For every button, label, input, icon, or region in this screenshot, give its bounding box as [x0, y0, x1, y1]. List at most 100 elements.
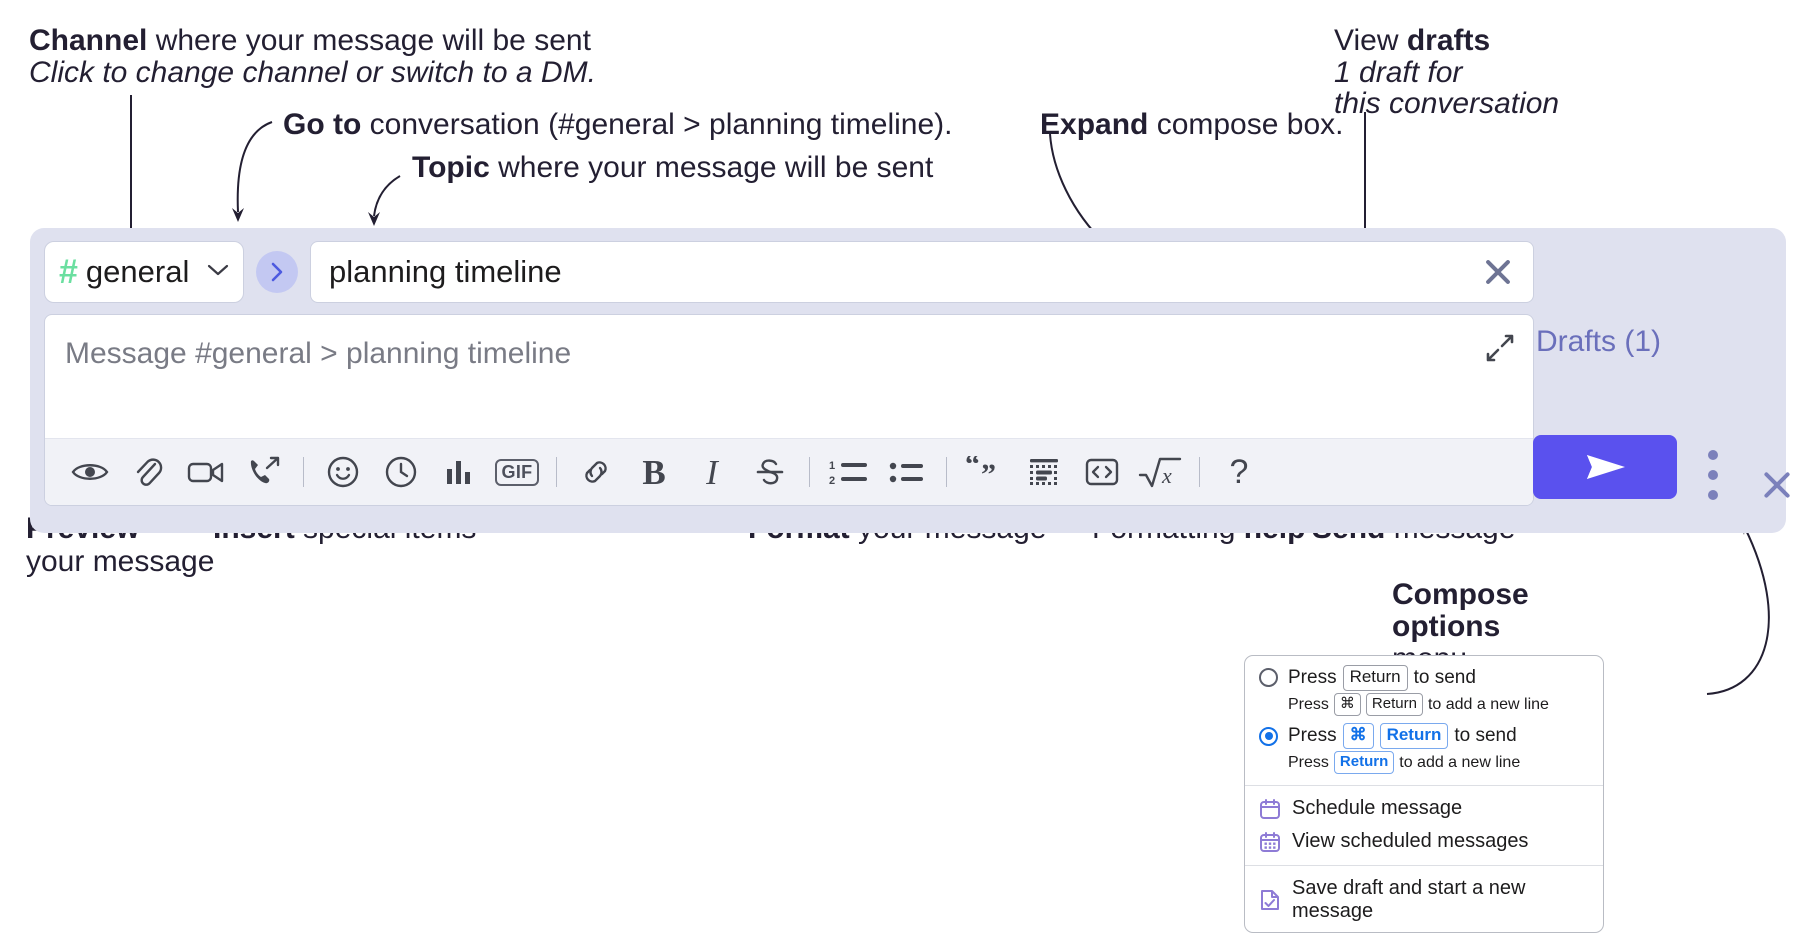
- annotation-drafts: View drafts: [1334, 22, 1490, 60]
- message-input-area[interactable]: Message #general > planning timeline: [44, 314, 1534, 506]
- close-icon[interactable]: [1479, 253, 1517, 291]
- radio-icon[interactable]: [1259, 668, 1278, 688]
- send-button[interactable]: [1533, 435, 1677, 499]
- key-command: ⌘: [1342, 723, 1374, 750]
- menu-option-text: Press ⌘ Return to send: [1288, 723, 1517, 750]
- svg-text:x: x: [1161, 463, 1172, 488]
- expand-icon[interactable]: [1483, 331, 1517, 365]
- menu-item-label: View scheduled messages: [1292, 830, 1529, 853]
- audio-clip-button[interactable]: [235, 447, 293, 497]
- recent-button[interactable]: [372, 447, 430, 497]
- topic-input[interactable]: planning timeline: [310, 241, 1534, 303]
- menu-item-label: Save draft and start a new message: [1292, 877, 1526, 923]
- annotation-compose-bold1: Compose: [1392, 578, 1529, 611]
- annotation-channel-bold: Channel: [29, 24, 148, 57]
- gif-button[interactable]: GIF: [488, 447, 546, 497]
- annotation-topic-rest: where your message will be sent: [489, 151, 934, 184]
- menu-option-sub-0: Press ⌘ Return to add a new line: [1245, 692, 1603, 720]
- formatting-toolbar: GIF B I: [45, 438, 1533, 505]
- bold-button[interactable]: B: [625, 447, 683, 497]
- svg-text:”: ”: [981, 458, 996, 488]
- toolbar-divider: [303, 457, 304, 487]
- annotation-topic-bold: Topic: [412, 151, 490, 184]
- topic-value: planning timeline: [329, 254, 562, 289]
- chevron-down-icon: [207, 261, 229, 283]
- key-command: ⌘: [1333, 692, 1361, 717]
- menu-sub-post: to add a new line: [1427, 695, 1549, 713]
- strikethrough-button[interactable]: [741, 447, 799, 497]
- menu-option-cmd-return-to-send[interactable]: Press ⌘ Return to send: [1245, 720, 1603, 750]
- key-return: Return: [1365, 692, 1423, 717]
- menu-option-pre: Press: [1288, 725, 1337, 747]
- code-button[interactable]: [1073, 447, 1131, 497]
- menu-sub-pre: Press: [1288, 753, 1329, 771]
- bulleted-list-button[interactable]: [878, 447, 936, 497]
- annotation-drafts-italic2: this conversation: [1334, 87, 1560, 120]
- menu-sub-pre: Press: [1288, 695, 1329, 713]
- message-placeholder: Message #general > planning timeline: [65, 337, 572, 370]
- key-return: Return: [1379, 723, 1449, 750]
- toolbar-divider: [946, 457, 947, 487]
- math-button[interactable]: x: [1131, 447, 1189, 497]
- annotation-expand: Expand compose box.: [1040, 106, 1343, 144]
- menu-item-label: Schedule message: [1292, 797, 1463, 820]
- formatting-help-button[interactable]: ?: [1210, 447, 1268, 497]
- italic-label: I: [706, 452, 718, 492]
- annotation-goto-rest: conversation (#general > planning timeli…: [361, 108, 953, 141]
- annotation-preview-line2: your message: [26, 543, 214, 581]
- annotation-compose-options-2: options: [1392, 608, 1500, 646]
- key-return: Return: [1342, 665, 1408, 691]
- menu-item-save-draft[interactable]: Save draft and start a new message: [1245, 872, 1603, 928]
- annotation-expand-rest: compose box.: [1148, 108, 1344, 141]
- video-clip-button[interactable]: [177, 447, 235, 497]
- compose-options-menu: Press Return to send Press ⌘ Return to a…: [1244, 655, 1604, 934]
- compose-widget: # general planning timeline Message #gen…: [30, 228, 1786, 533]
- kebab-dot: [1708, 470, 1718, 480]
- annotation-goto-bold: Go to: [283, 108, 362, 141]
- bold-label: B: [642, 452, 666, 492]
- menu-option-return-to-send[interactable]: Press Return to send: [1245, 662, 1603, 692]
- annotation-channel-rest: where your message will be sent: [147, 24, 591, 57]
- key-return: Return: [1333, 751, 1395, 775]
- compose-options-button[interactable]: [1700, 450, 1726, 500]
- code-block-button[interactable]: [1015, 447, 1073, 497]
- gif-label: GIF: [494, 458, 540, 486]
- calendar-icon: [1260, 798, 1280, 819]
- poll-button[interactable]: [430, 447, 488, 497]
- annotation-drafts-plain: View: [1334, 24, 1407, 57]
- annotation-preview-text: your message: [26, 545, 215, 578]
- annotation-drafts-sub2: this conversation: [1334, 85, 1559, 123]
- annotation-channel: Channel where your message will be sent: [29, 22, 591, 60]
- link-button[interactable]: [567, 447, 625, 497]
- annotation-compose-options-1: Compose: [1392, 576, 1529, 614]
- menu-option-post: to send: [1454, 725, 1517, 747]
- blockquote-button[interactable]: “ ”: [957, 447, 1015, 497]
- emoji-button[interactable]: [314, 447, 372, 497]
- italic-button[interactable]: I: [683, 447, 741, 497]
- ordered-list-button[interactable]: 1 2: [820, 447, 878, 497]
- toolbar-divider: [556, 457, 557, 487]
- preview-button[interactable]: [61, 447, 119, 497]
- menu-option-pre: Press: [1288, 666, 1337, 688]
- channel-selector[interactable]: # general: [44, 241, 244, 303]
- go-to-conversation-button[interactable]: [256, 251, 298, 293]
- close-compose-icon[interactable]: [1758, 466, 1796, 504]
- menu-option-text: Press Return to send: [1288, 665, 1476, 691]
- svg-text:1: 1: [829, 460, 835, 472]
- radio-icon-selected[interactable]: [1259, 726, 1278, 746]
- annotation-drafts-bold: drafts: [1406, 24, 1491, 57]
- svg-text:2: 2: [829, 475, 835, 486]
- menu-option-sub-1: Press Return to add a new line: [1245, 750, 1603, 778]
- menu-item-view-scheduled-messages[interactable]: View scheduled messages: [1245, 825, 1603, 858]
- kebab-dot: [1708, 490, 1718, 500]
- kebab-dot: [1708, 450, 1718, 460]
- chevron-right-icon: [271, 262, 283, 282]
- menu-divider: [1245, 865, 1603, 867]
- menu-item-schedule-message[interactable]: Schedule message: [1245, 792, 1603, 825]
- paper-plane-icon: [1587, 455, 1625, 479]
- calendar-grid-icon: [1260, 831, 1280, 852]
- compose-header-row: # general planning timeline: [44, 241, 1534, 303]
- drafts-link[interactable]: Drafts (1): [1536, 325, 1662, 358]
- compose-main-column: # general planning timeline Message #gen…: [44, 241, 1534, 506]
- attach-file-button[interactable]: [119, 447, 177, 497]
